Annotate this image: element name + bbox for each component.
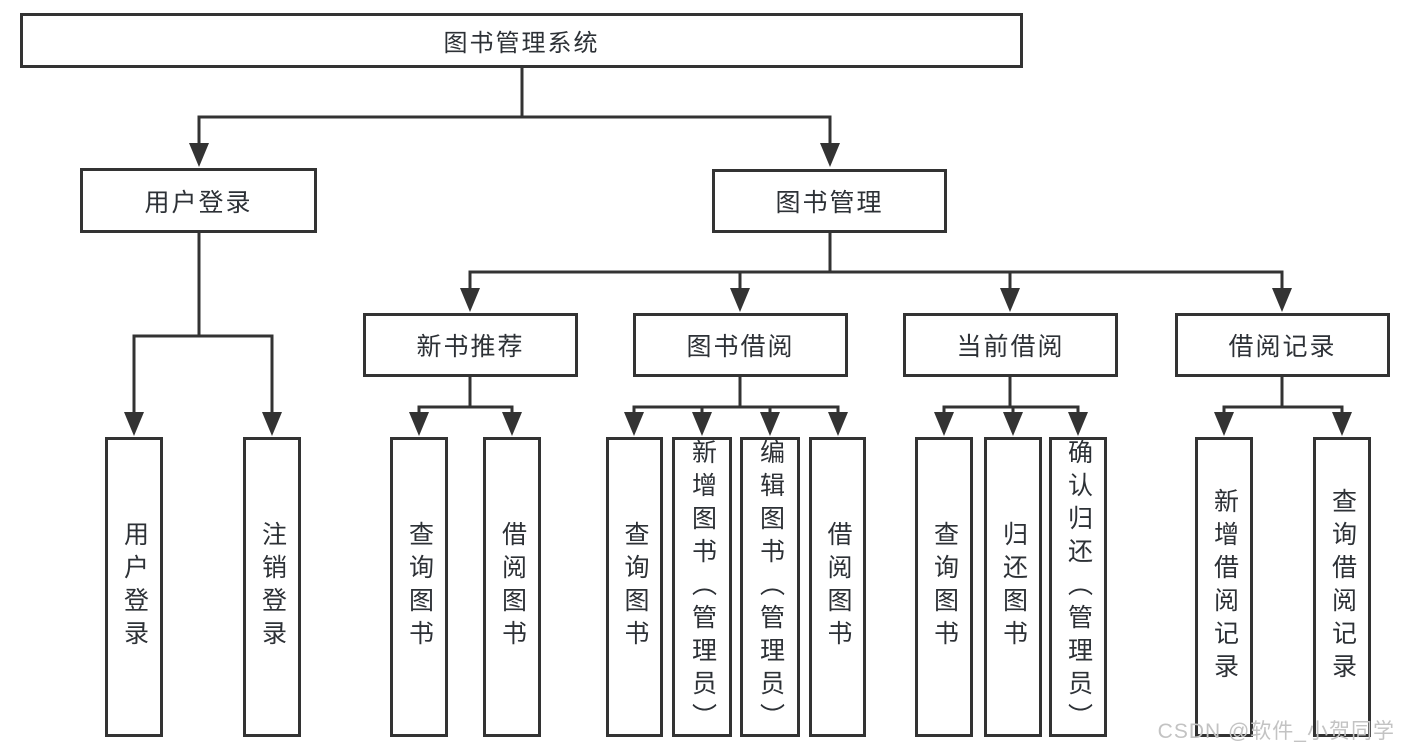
leaf-borrow-add-books: 新增图书（管理员） bbox=[672, 437, 732, 737]
node-borrow-records: 借阅记录 bbox=[1175, 313, 1390, 377]
leaf-current-confirm-return: 确认归还（管理员） bbox=[1049, 437, 1107, 737]
leaf-recommend-query-books-label: 查询图书 bbox=[405, 521, 434, 653]
leaf-current-confirm-return-label: 确认归还（管理员） bbox=[1064, 438, 1093, 736]
leaf-logout-label: 注销登录 bbox=[258, 521, 287, 653]
leaf-current-query-books-label: 查询图书 bbox=[930, 521, 959, 653]
node-current-borrow: 当前借阅 bbox=[903, 313, 1118, 377]
leaf-recommend-query-books: 查询图书 bbox=[390, 437, 448, 737]
leaf-records-add-record: 新增借阅记录 bbox=[1195, 437, 1253, 737]
node-book-management-label: 图书管理 bbox=[775, 189, 884, 217]
leaf-current-return-books-label: 归还图书 bbox=[999, 521, 1028, 653]
connector-arrowheads bbox=[124, 143, 1352, 436]
leaf-borrow-edit-books-label: 编辑图书（管理员） bbox=[756, 438, 785, 736]
leaf-records-query-record-label: 查询借阅记录 bbox=[1328, 488, 1357, 686]
csdn-watermark: CSDN @软件_小贺同学 bbox=[1157, 720, 1395, 743]
leaf-recommend-borrow-books-label: 借阅图书 bbox=[498, 521, 527, 653]
leaf-records-query-record: 查询借阅记录 bbox=[1313, 437, 1371, 737]
leaf-records-add-record-label: 新增借阅记录 bbox=[1210, 488, 1239, 686]
leaf-borrow-borrow-books-label: 借阅图书 bbox=[824, 521, 852, 653]
node-book-management: 图书管理 bbox=[712, 169, 947, 233]
node-root-system-label: 图书管理系统 bbox=[443, 30, 600, 57]
leaf-current-query-books: 查询图书 bbox=[915, 437, 973, 737]
node-root-system: 图书管理系统 bbox=[20, 13, 1023, 68]
node-user-login-label: 用户登录 bbox=[144, 188, 253, 217]
node-current-borrow-label: 当前借阅 bbox=[956, 333, 1065, 361]
leaf-user-login-label: 用户登录 bbox=[120, 521, 149, 653]
node-new-book-recommend-label: 新书推荐 bbox=[416, 333, 525, 361]
leaf-borrow-query-books: 查询图书 bbox=[606, 437, 663, 737]
leaf-borrow-query-books-label: 查询图书 bbox=[621, 521, 649, 653]
node-user-login: 用户登录 bbox=[80, 168, 317, 233]
leaf-borrow-add-books-label: 新增图书（管理员） bbox=[688, 438, 717, 736]
leaf-logout: 注销登录 bbox=[243, 437, 301, 737]
leaf-current-return-books: 归还图书 bbox=[984, 437, 1042, 737]
node-new-book-recommend: 新书推荐 bbox=[363, 313, 578, 377]
leaf-user-login: 用户登录 bbox=[105, 437, 163, 737]
leaf-recommend-borrow-books: 借阅图书 bbox=[483, 437, 541, 737]
node-borrow-records-label: 借阅记录 bbox=[1228, 333, 1337, 361]
node-book-borrow-label: 图书借阅 bbox=[686, 333, 795, 361]
leaf-borrow-borrow-books: 借阅图书 bbox=[809, 437, 866, 737]
node-book-borrow: 图书借阅 bbox=[633, 313, 848, 377]
leaf-borrow-edit-books: 编辑图书（管理员） bbox=[740, 437, 800, 737]
